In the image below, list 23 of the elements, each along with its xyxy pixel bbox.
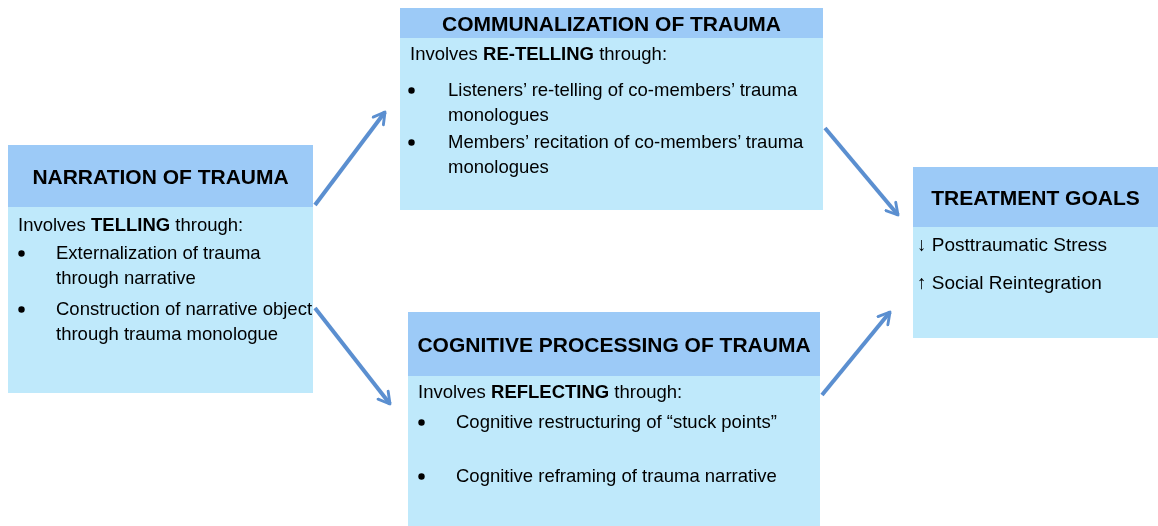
arrow — [313, 110, 387, 207]
process-box — [408, 312, 820, 526]
bullet-text: Members’ recitation of co-members’ trauma monologues — [448, 130, 805, 179]
intro-text: Involves REFLECTING through: — [418, 380, 683, 404]
goal-text: ↑ Social Reintegration — [917, 271, 1102, 295]
box-heading: COGNITIVE PROCESSING OF TRAUMA — [417, 331, 811, 358]
arrow — [313, 306, 392, 406]
intro-text: Involves TELLING through: — [18, 213, 244, 237]
box-heading: COMMUNALIZATION OF TRAUMA — [441, 10, 782, 37]
bullet-text: Listeners’ re-telling of co-members’ trauma monologues — [448, 78, 799, 127]
arrow — [823, 126, 900, 217]
box-heading: NARRATION OF TRAUMA — [32, 163, 289, 190]
bullet-text: Externalization of trauma through narrative — [56, 241, 262, 290]
bullet-text: Cognitive restructuring of “stuck points” — [456, 410, 778, 434]
process-box — [913, 167, 1158, 338]
process-box — [400, 8, 823, 210]
box-heading: TREATMENT GOALS — [931, 184, 1140, 211]
intro-text: Involves RE-TELLING through: — [410, 42, 668, 66]
arrow — [820, 310, 892, 397]
process-box — [8, 145, 313, 393]
bullet-text: Cognitive reframing of trauma narrative — [456, 464, 778, 488]
bullet-text: Construction of narrative object through trauma monologue — [56, 297, 314, 346]
goal-text: ↓ Posttraumatic Stress — [917, 233, 1108, 257]
